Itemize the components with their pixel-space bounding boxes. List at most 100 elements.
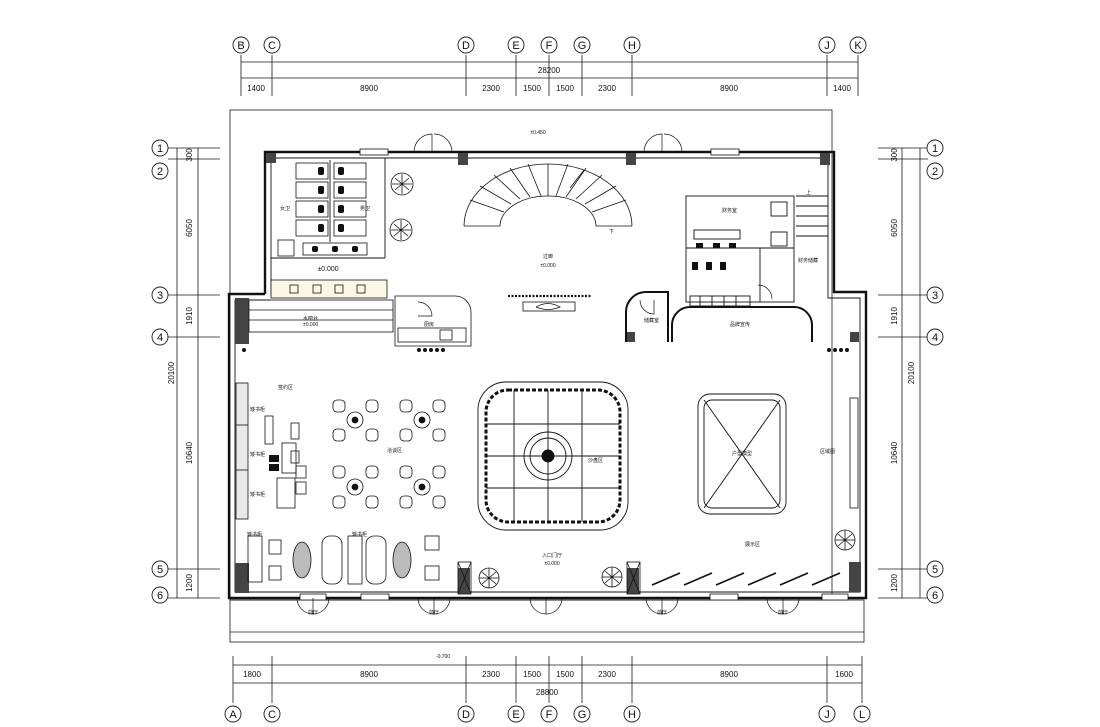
axis-label: 4 xyxy=(157,332,163,344)
reception-desk xyxy=(508,294,592,312)
axis-label: G xyxy=(578,709,587,721)
right-dimension-texts: 300 6050 1910 10640 1200 20100 xyxy=(890,148,916,592)
axis-bubble xyxy=(457,36,475,54)
wall-hatching xyxy=(235,153,861,594)
label-door: 前厅 xyxy=(778,609,788,616)
axis-bubble xyxy=(623,705,641,723)
dimension-segment: 2300 xyxy=(598,670,616,679)
bookcases-left xyxy=(235,382,307,520)
dimension-total: 28800 xyxy=(536,688,559,697)
potted-plant-icon xyxy=(389,172,414,242)
label-elevation-top: ±0.450 xyxy=(530,130,545,136)
dimension-segment: 8900 xyxy=(720,670,738,679)
dimension-segment: 1800 xyxy=(243,670,261,679)
label-up: 上 xyxy=(806,189,811,196)
toilets xyxy=(312,167,358,252)
label-bookcase: 矮书柜 xyxy=(247,531,262,538)
axis-bubble xyxy=(263,705,281,723)
label-display: 展示区 xyxy=(745,542,760,548)
axis-label: 6 xyxy=(157,590,163,602)
label-elevation: ±0.000 xyxy=(544,561,559,567)
label-entrance: 入口门厅 xyxy=(542,552,562,559)
label-elevation-bottom: -0.700 xyxy=(436,654,450,660)
axis-bubble xyxy=(573,705,591,723)
axis-bubble xyxy=(926,139,944,157)
axis-label: F xyxy=(546,709,553,721)
dimension-segment: 1200 xyxy=(890,574,899,592)
axis-label: J xyxy=(824,709,830,721)
label-mens-wc: 男卫 xyxy=(360,206,370,212)
left-axis-bubbles: 1 2 3 4 5 6 xyxy=(151,139,169,604)
curved-staircase xyxy=(463,163,633,227)
axis-bubble xyxy=(818,705,836,723)
label-elevation: ±0.000 xyxy=(540,263,555,269)
dimension-segment: 1200 xyxy=(185,574,194,592)
label-womens-wc: 女卫 xyxy=(280,205,290,212)
dimension-segment: 8900 xyxy=(720,84,738,93)
dimension-segment: 1500 xyxy=(523,84,541,93)
axis-bubble xyxy=(623,36,641,54)
axis-label: F xyxy=(546,40,553,52)
display-panels xyxy=(651,572,841,586)
entrance-columns xyxy=(457,561,641,595)
dimension-segment: 1600 xyxy=(835,670,853,679)
axis-label: L xyxy=(859,709,865,721)
axis-label: 3 xyxy=(157,290,163,302)
axis-label: 3 xyxy=(932,290,938,302)
axis-label: K xyxy=(854,40,862,52)
axis-label: J xyxy=(824,40,830,52)
bottom-dimension-texts: 1800 8900 2300 1500 1500 2300 8900 1600 … xyxy=(243,670,853,697)
axis-label: B xyxy=(237,40,244,52)
left-dimension-chain xyxy=(168,147,220,599)
dimension-segment: 8900 xyxy=(360,84,378,93)
axis-bubble xyxy=(151,560,169,578)
axis-bubble xyxy=(926,328,944,346)
axis-label: C xyxy=(268,40,276,52)
axis-bubble xyxy=(151,328,169,346)
axis-label: E xyxy=(512,40,519,52)
right-axis-bubbles: 1 2 3 4 5 6 xyxy=(926,139,944,604)
label-water-bar: 水吧台 xyxy=(303,315,318,322)
label-level-zero: ±0.000 xyxy=(317,266,338,273)
restroom-stalls xyxy=(277,162,368,257)
axis-label: H xyxy=(628,40,636,52)
top-dimension-texts: 28200 1400 8900 2300 1500 1500 2300 8900… xyxy=(247,66,851,93)
axis-bubble xyxy=(151,162,169,180)
axis-bubble xyxy=(232,36,250,54)
dimension-segment: 10640 xyxy=(185,441,194,464)
axis-bubble xyxy=(263,36,281,54)
kitchen-counter xyxy=(394,295,472,347)
entrance-plant-icon xyxy=(478,529,856,589)
label-bookcase: 矮书柜 xyxy=(250,406,265,413)
axis-bubble xyxy=(573,36,591,54)
office-chairs xyxy=(692,243,736,270)
inner-wall-lines xyxy=(234,157,861,593)
axis-label: 1 xyxy=(157,143,163,155)
axis-bubble xyxy=(224,705,242,723)
label-finance: 财务室 xyxy=(722,207,737,214)
label-kitchen: 厨房 xyxy=(424,321,434,328)
sand-table xyxy=(477,381,629,531)
axis-bubble xyxy=(540,36,558,54)
label-storage: 储藏室 xyxy=(644,317,659,324)
dimension-total: 28200 xyxy=(538,66,561,75)
axis-label: E xyxy=(512,709,519,721)
label-district: 区域图 xyxy=(820,448,835,455)
water-bar xyxy=(248,279,394,333)
label-bookcase: 矮书柜 xyxy=(250,491,265,498)
label-elevation: ±0.000 xyxy=(303,322,318,328)
axis-bubble xyxy=(849,36,867,54)
axis-bubble xyxy=(507,705,525,723)
small-chairs xyxy=(269,455,279,471)
doors xyxy=(296,133,800,615)
axis-bubble xyxy=(151,139,169,157)
axis-bubble xyxy=(540,705,558,723)
axis-label: A xyxy=(229,709,237,721)
axis-label: 4 xyxy=(932,332,938,344)
axis-bubble xyxy=(151,586,169,604)
dimension-segment: 2300 xyxy=(482,84,500,93)
axis-label: 2 xyxy=(157,166,163,178)
label-reading: 签约区 xyxy=(278,384,293,391)
exterior-walls xyxy=(227,150,868,600)
